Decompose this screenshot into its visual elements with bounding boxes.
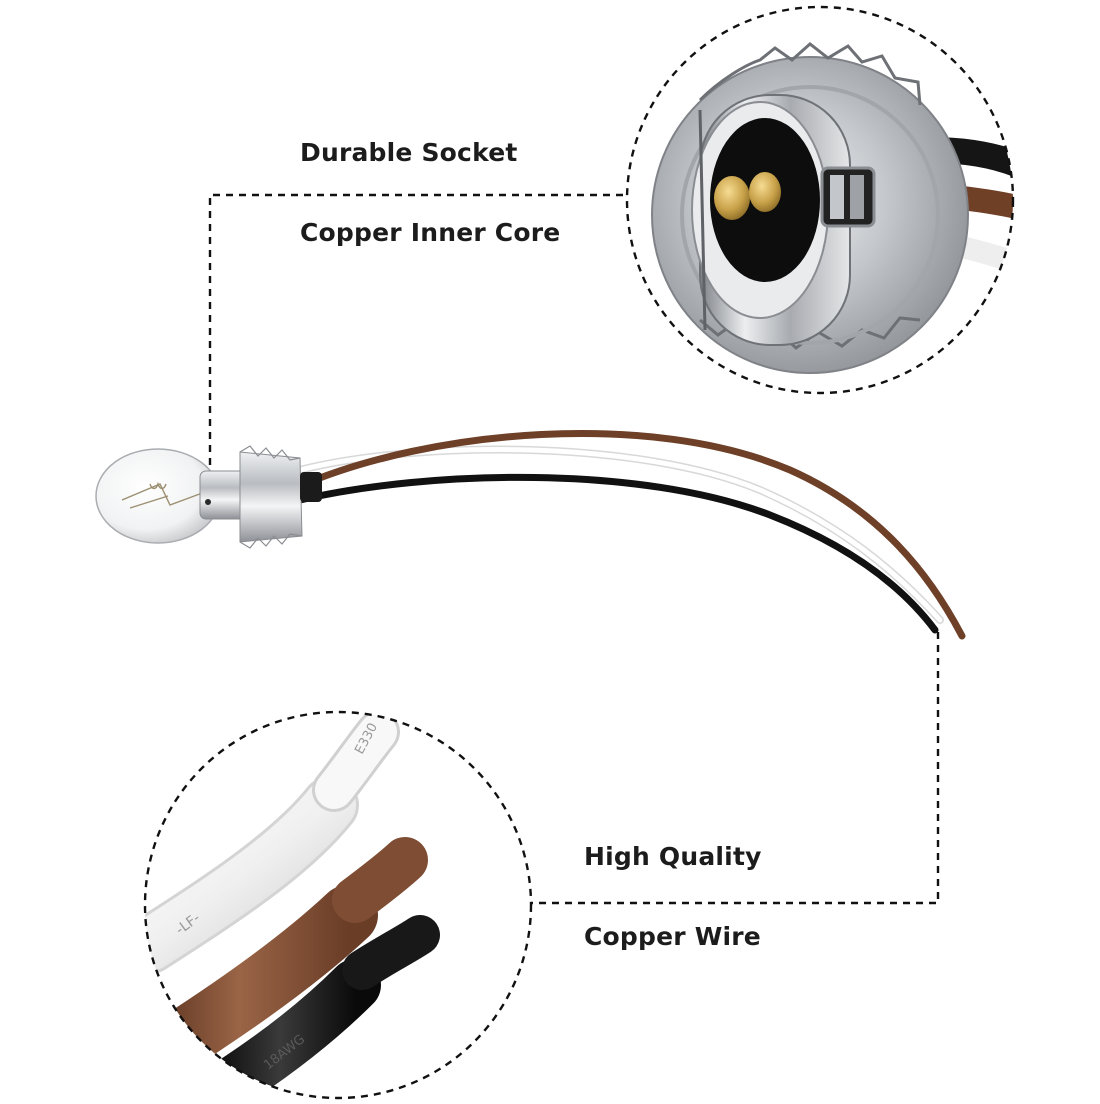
wire-zoom-circle: -LF- E330 18AWG bbox=[143, 710, 533, 1100]
caption-copper-inner-core: Copper Inner Core bbox=[300, 218, 561, 247]
socket-zoom-circle bbox=[625, 5, 1015, 395]
leader-line-socket bbox=[208, 193, 627, 465]
bulb-socket-assembly bbox=[95, 429, 966, 640]
brass-contact-right bbox=[749, 172, 781, 212]
zoom-white-wire bbox=[145, 712, 400, 974]
caption-high-quality: High Quality bbox=[584, 842, 762, 871]
main-brown-wire bbox=[296, 429, 966, 640]
brass-contact-left bbox=[714, 176, 750, 220]
caption-durable-socket: Durable Socket bbox=[300, 138, 518, 167]
main-black-wire bbox=[296, 473, 939, 634]
caption-copper-wire: Copper Wire bbox=[584, 922, 761, 951]
